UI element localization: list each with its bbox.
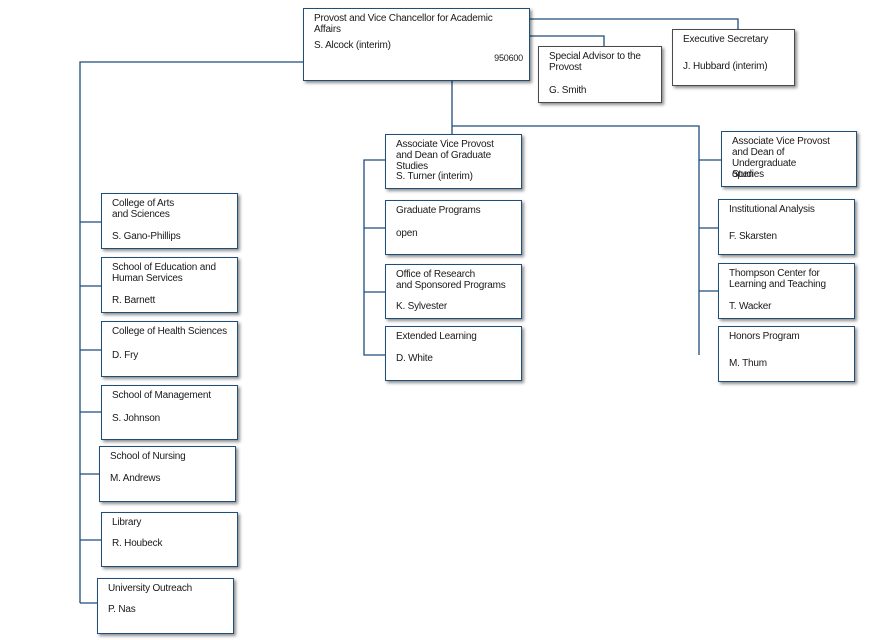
special-advisor-box: Special Advisor to the Provost G. Smith (538, 46, 662, 103)
graduate-unit-head: open (396, 228, 418, 239)
connector-colleges-trunk (79, 61, 303, 603)
graduate-unit-head: S. Turner (interim) (396, 171, 473, 182)
college-title: College of Arts and Sciences (112, 198, 175, 220)
honors-program-box: Honors Program M. Thum (718, 326, 855, 382)
graduate-dean-box: Associate Vice Provost and Dean of Gradu… (385, 134, 522, 189)
undergraduate-unit-title: Associate Vice Provost and Dean of Under… (732, 136, 830, 180)
college-box-arts-sciences: College of Arts and Sciences S. Gano-Phi… (101, 193, 238, 249)
college-box-management: School of Management S. Johnson (101, 385, 238, 440)
connector-special-advisor (530, 35, 605, 47)
special-advisor-title: Special Advisor to the Provost (549, 51, 641, 73)
graduate-unit-title: Office of Research and Sponsored Program… (396, 269, 506, 291)
undergraduate-unit-title: Thompson Center for Learning and Teachin… (729, 268, 826, 290)
college-title: College of Health Sciences (112, 326, 227, 337)
institutional-analysis-box: Institutional Analysis F. Skarsten (718, 199, 855, 255)
provost-title: Provost and Vice Chancellor for Academic… (314, 13, 493, 35)
graduate-unit-head: K. Sylvester (396, 301, 447, 312)
undergraduate-dean-box: Associate Vice Provost and Dean of Under… (721, 131, 857, 187)
college-head: R. Barnett (112, 295, 156, 306)
college-head: S. Gano-Phillips (112, 231, 181, 242)
undergraduate-unit-title: Honors Program (729, 331, 800, 342)
provost-name: S. Alcock (interim) (314, 40, 391, 51)
provost-box: Provost and Vice Chancellor for Academic… (303, 8, 530, 81)
college-box-nursing: School of Nursing M. Andrews (99, 446, 236, 502)
graduate-unit-title: Extended Learning (396, 331, 477, 342)
executive-secretary-name: J. Hubbard (interim) (683, 61, 768, 72)
graduate-unit-title: Graduate Programs (396, 205, 481, 216)
undergraduate-unit-head: F. Skarsten (729, 231, 777, 242)
undergraduate-unit-head: T. Wacker (729, 301, 772, 312)
college-head: D. Fry (112, 350, 139, 361)
research-office-box: Office of Research and Sponsored Program… (385, 264, 522, 319)
college-title: School of Management (112, 390, 211, 401)
undergraduate-unit-head: open (732, 169, 754, 180)
executive-secretary-box: Executive Secretary J. Hubbard (interim) (672, 29, 795, 86)
college-box-health-sciences: College of Health Sciences D. Fry (101, 321, 238, 377)
college-title: School of Nursing (110, 451, 186, 462)
provost-code: 950600 (494, 53, 523, 63)
college-head: S. Johnson (112, 413, 161, 424)
college-title: Library (112, 517, 142, 528)
graduate-programs-box: Graduate Programs open (385, 200, 522, 255)
college-title: School of Education and Human Services (112, 262, 216, 284)
college-head: R. Houbeck (112, 538, 163, 549)
connector-graduate-bracket (363, 159, 385, 356)
graduate-unit-title: Associate Vice Provost and Dean of Gradu… (396, 139, 494, 172)
college-box-education: School of Education and Human Services R… (101, 257, 238, 313)
college-box-library: Library R. Houbeck (101, 512, 238, 567)
extended-learning-box: Extended Learning D. White (385, 326, 522, 381)
connector-executive-secretary (530, 18, 739, 30)
undergraduate-unit-title: Institutional Analysis (729, 204, 815, 215)
undergraduate-unit-head: M. Thum (729, 358, 767, 369)
special-advisor-name: G. Smith (549, 85, 587, 96)
graduate-unit-head: D. White (396, 353, 433, 364)
college-head: P. Nas (108, 604, 136, 615)
connector-center-branch (451, 125, 700, 355)
college-title: University Outreach (108, 583, 193, 594)
college-head: M. Andrews (110, 473, 161, 484)
college-box-outreach: University Outreach P. Nas (97, 578, 234, 634)
executive-secretary-title: Executive Secretary (683, 34, 769, 45)
thompson-center-box: Thompson Center for Learning and Teachin… (718, 263, 855, 319)
